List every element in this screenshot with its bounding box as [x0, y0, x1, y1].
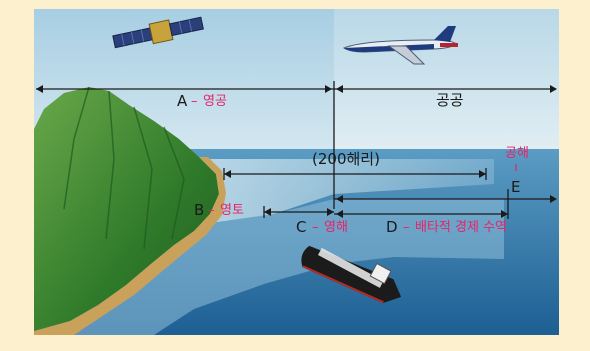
maritime-zones-diagram — [34, 9, 559, 335]
coastal-waters-lower — [74, 199, 504, 335]
label-d-eez: 배타적 경제 수역 — [415, 220, 507, 235]
label-distance: (200해리) — [312, 150, 380, 168]
label-e-letter: E — [511, 178, 521, 196]
ship-icon — [301, 245, 402, 304]
island-ridges — [63, 86, 185, 250]
airplane-icon — [342, 26, 458, 65]
island-beach — [34, 157, 226, 335]
label-c-letter: C — [296, 218, 307, 236]
label-b-territory: 영토 — [220, 203, 244, 218]
label-a-airspace: 영공 — [203, 94, 227, 109]
label-c-sep: – — [312, 220, 319, 235]
coastal-waters — [184, 159, 494, 224]
label-b-sep: – — [208, 203, 215, 218]
label-d-sep: – — [403, 220, 410, 235]
label-a-letter: A — [177, 92, 188, 110]
label-d-letter: D — [386, 218, 398, 236]
label-high-airspace: 공공 — [436, 91, 464, 109]
arrow-heads — [36, 85, 557, 218]
label-b-letter: B — [194, 201, 205, 219]
label-a-sep: – — [191, 94, 198, 109]
label-high-sea: 공해 — [505, 146, 529, 161]
satellite-icon — [112, 16, 204, 49]
label-c-territorial-sea: 영해 — [324, 220, 348, 235]
